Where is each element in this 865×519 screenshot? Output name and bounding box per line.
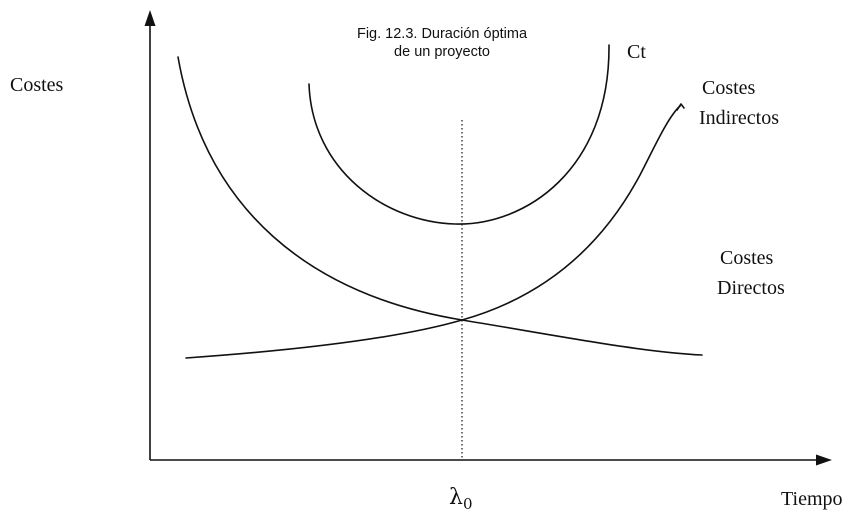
total-cost-curve (308, 44, 610, 225)
indirect-cost-label-line1: Costes (702, 77, 756, 99)
lambda-symbol: λ (449, 485, 463, 510)
y-axis-label: Costes (10, 74, 64, 96)
x-axis-arrowhead (816, 454, 832, 466)
indirect-cost-curve (185, 105, 681, 359)
y-axis-arrowhead (144, 10, 156, 26)
direct-cost-label-line2: Directos (717, 277, 785, 299)
figure-caption-line1: Fig. 12.3. Duración óptima (357, 26, 528, 42)
lambda-subscript: 0 (463, 495, 473, 513)
optimum-duration-label: λ0 (449, 485, 473, 513)
figure-caption-line2: de un proyecto (394, 44, 490, 60)
direct-cost-label-line1: Costes (720, 247, 774, 269)
indirect-cost-label-line2: Indirectos (699, 107, 779, 129)
total-cost-label: Ct (627, 41, 646, 63)
indirect-cost-curve-hook (676, 103, 685, 111)
direct-cost-curve (177, 56, 703, 356)
x-axis-label: Tiempo (781, 488, 843, 510)
